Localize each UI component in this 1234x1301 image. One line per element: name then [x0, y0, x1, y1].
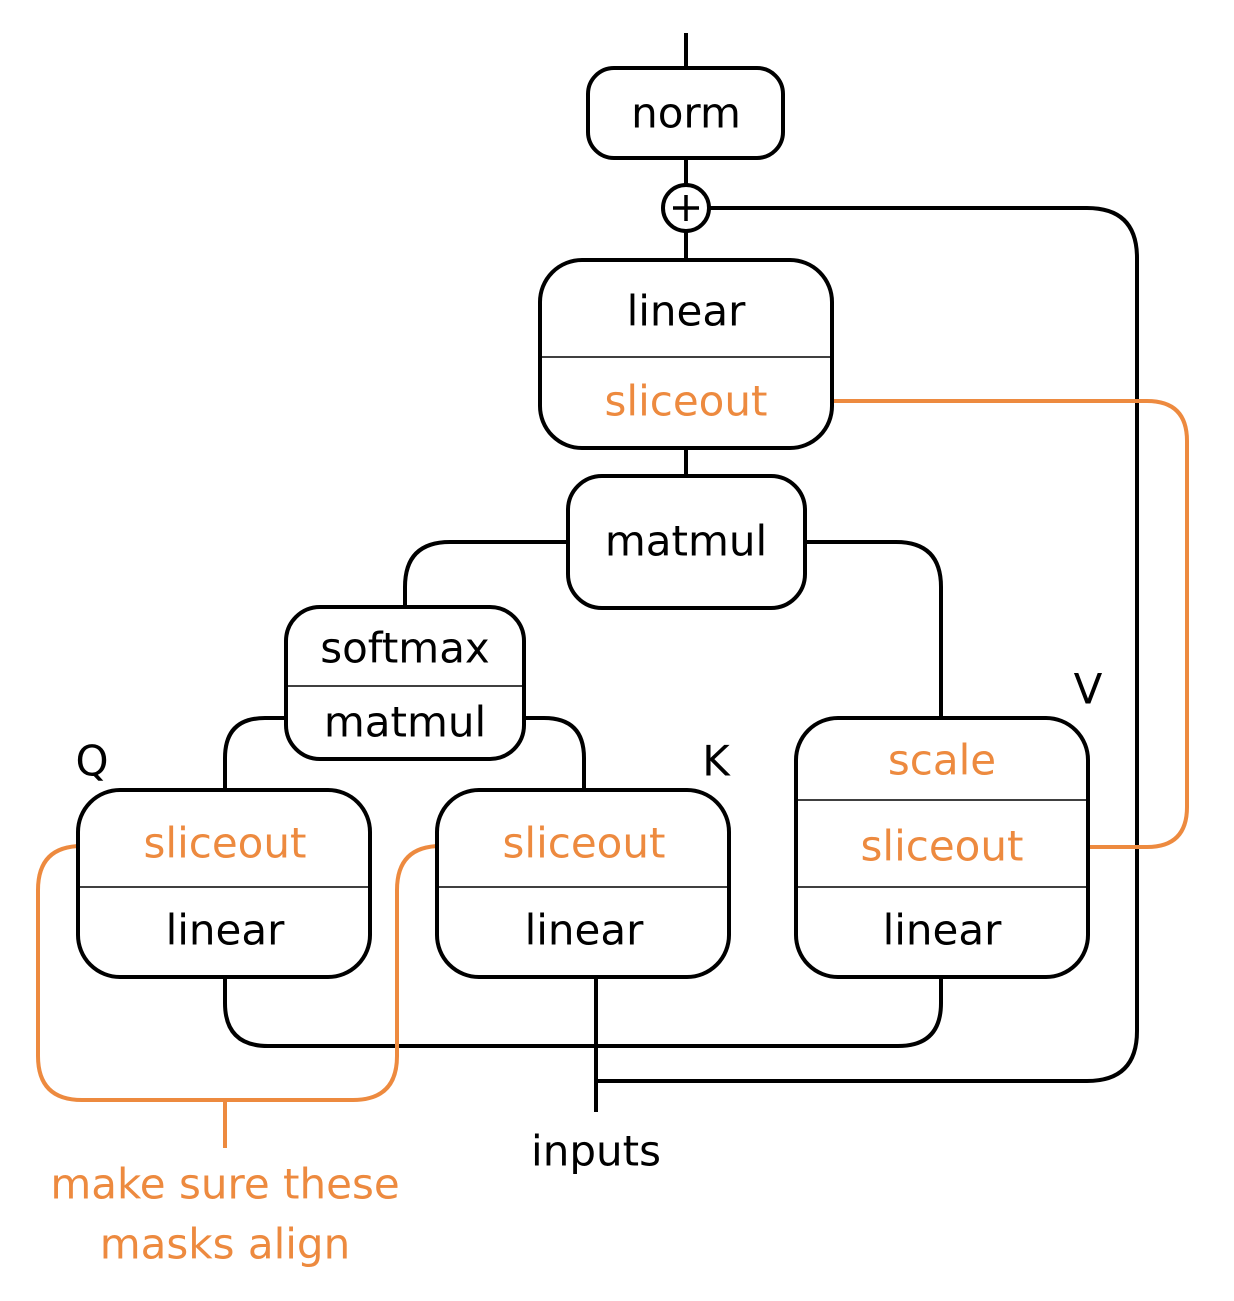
v-scale-label: scale [888, 736, 996, 785]
matmul-top-box: matmul [566, 474, 807, 610]
q-box: sliceout linear [76, 788, 372, 979]
residual-wire [596, 206, 1139, 1083]
attention-matmul-label: matmul [324, 698, 486, 747]
softmax-label: softmax [320, 624, 490, 673]
v-sliceout-label: sliceout [861, 822, 1024, 871]
q-sliceout-label: sliceout [144, 819, 307, 868]
v-linear-label: linear [883, 906, 1003, 955]
attention-box: softmax matmul [284, 605, 526, 761]
output-sliceout-label: sliceout [605, 377, 768, 426]
q-tag: Q [75, 737, 108, 786]
matmul-to-softmax-wire [403, 540, 570, 610]
k-sliceout-label: sliceout [503, 819, 666, 868]
annotation-line-1: make sure these [50, 1160, 399, 1209]
norm-box: norm [586, 66, 785, 160]
q-linear-label: linear [166, 906, 286, 955]
output-linear-label: linear [627, 287, 747, 336]
v-tag: V [1074, 665, 1103, 714]
input-bus-wire [223, 977, 943, 1048]
matmul-top-label: matmul [605, 517, 767, 566]
mask-link-qk-wire [36, 844, 469, 1102]
k-box: sliceout linear [435, 788, 731, 979]
k-linear-label: linear [525, 906, 645, 955]
norm-label: norm [631, 89, 741, 138]
matmul-to-v-wire [803, 540, 943, 720]
attn-to-q-wire [223, 716, 290, 792]
attn-to-k-wire [524, 716, 586, 792]
add-node [661, 183, 711, 233]
k-tag: K [702, 737, 731, 786]
inputs-label: inputs [531, 1127, 661, 1176]
output-linear-box: linear sliceout [538, 258, 834, 450]
v-box: scale sliceout linear [794, 716, 1090, 979]
annotation-line-2: masks align [100, 1220, 350, 1269]
mask-link-top-v-wire [796, 399, 1189, 849]
